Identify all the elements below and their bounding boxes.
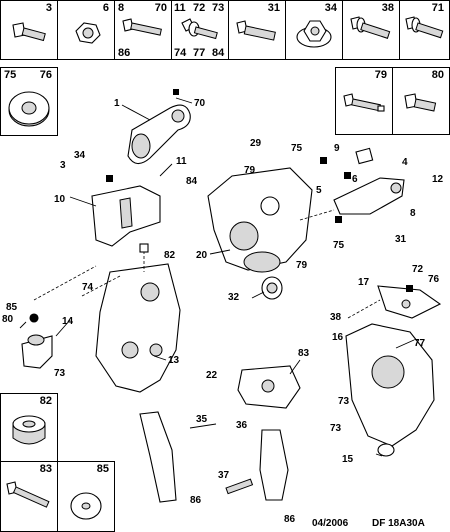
callout-82: 82 (164, 250, 176, 261)
legend-cell-71: 71 (399, 0, 450, 60)
callout-20: 20 (196, 250, 208, 261)
legend-cell-11-72-73-74-77-84: 11 72 73 74 77 84 (171, 0, 229, 60)
right-mount-part (345, 285, 442, 447)
callout-4: 4 (402, 157, 408, 168)
callout-13: 13 (168, 355, 180, 366)
callout-79-top: 79 (244, 165, 256, 176)
bolt-markers (30, 89, 413, 322)
strap-part (139, 411, 177, 503)
callout-79-bottom: 79 (296, 260, 308, 271)
footer-date: 04/2006 (312, 518, 349, 529)
callout-32: 32 (228, 292, 240, 303)
callout-73-left: 73 (54, 368, 66, 379)
callout-1: 1 (114, 98, 120, 109)
callout-86-left: 86 (190, 495, 202, 506)
legend-cell-83: 83 (0, 461, 58, 532)
long-bolt-icon (6, 481, 50, 508)
callout-70: 70 (194, 98, 206, 109)
callout-16: 16 (332, 332, 344, 343)
callout-6: 6 (352, 174, 358, 185)
callout-22: 22 (206, 370, 218, 381)
bolt-15-part (377, 443, 395, 457)
small-bracket-part (237, 365, 301, 409)
bushing-marker-82 (139, 243, 149, 253)
callout-15: 15 (342, 454, 354, 465)
callout-3: 3 (60, 160, 66, 171)
callout-35: 35 (196, 414, 208, 425)
flange-bolt-icon (405, 16, 444, 39)
callout-80: 80 (2, 314, 14, 325)
flange-bolt-icon (350, 16, 391, 39)
hex-nut-icon (75, 22, 101, 44)
callout-14: 14 (62, 316, 74, 327)
footer-reference: DF 18A30A (372, 518, 425, 529)
callout-17: 17 (358, 277, 370, 288)
legend-cell-79: 79 (335, 67, 393, 135)
callout-5: 5 (316, 185, 322, 196)
callout-77: 77 (414, 338, 426, 349)
callout-76: 76 (428, 274, 440, 285)
bush-part (261, 276, 283, 300)
engine-bracket-part (207, 167, 313, 273)
torque-rod-part (127, 104, 191, 165)
callout-85: 85 (6, 302, 18, 313)
washer-icon (8, 91, 50, 127)
callout-11: 11 (176, 156, 187, 167)
callout-37: 37 (218, 470, 230, 481)
callout-9: 9 (334, 143, 340, 154)
washer-icon (70, 492, 102, 520)
legend-cell-3: 3 (0, 0, 58, 60)
callout-10: 10 (54, 194, 66, 205)
legend-cell-38: 38 (342, 0, 400, 60)
callout-86-right: 86 (284, 514, 296, 525)
callout-73-right-top: 73 (338, 396, 350, 407)
plate-part (259, 429, 289, 501)
callout-36: 36 (236, 420, 248, 431)
legend-cell-75-76: 75 76 (0, 67, 58, 136)
bolt-icon (12, 22, 46, 42)
bolt-icon (122, 18, 162, 36)
callout-83: 83 (298, 348, 310, 359)
bushing-icon (12, 415, 46, 445)
bolt-icon (404, 93, 437, 112)
callout-75-top: 75 (291, 143, 303, 154)
left-bracket-part (91, 185, 161, 247)
callout-31: 31 (395, 234, 407, 245)
legend-cell-31: 31 (228, 0, 286, 60)
callout-29: 29 (250, 138, 262, 149)
callout-73-right-bottom: 73 (330, 423, 342, 434)
callout-84: 84 (186, 176, 198, 187)
legend-cell-6: 6 (57, 0, 115, 60)
bolt-37-part (225, 478, 254, 495)
callout-72: 72 (412, 264, 424, 275)
lower-bracket-part (95, 263, 181, 393)
legend-cell-82: 82 (0, 393, 58, 462)
callout-75-bottom: 75 (333, 240, 345, 251)
stud-bolt-icon (343, 93, 385, 112)
callout-34: 34 (74, 150, 86, 161)
callout-12: 12 (432, 174, 444, 185)
callout-8: 8 (410, 208, 416, 219)
callout-74: 74 (82, 282, 94, 293)
link-arm-part (333, 147, 405, 215)
legend-cell-8-70-86: 8 70 86 (114, 0, 172, 60)
flange-bolt-icon (181, 18, 218, 40)
dashed-guides (33, 209, 381, 319)
bolt-icon (236, 20, 276, 41)
legend-cell-34: 34 (285, 0, 343, 60)
damper-mount-part (21, 313, 53, 369)
leader-lines (19, 97, 415, 457)
callout-38: 38 (330, 312, 342, 323)
flange-nut-icon (296, 20, 332, 48)
